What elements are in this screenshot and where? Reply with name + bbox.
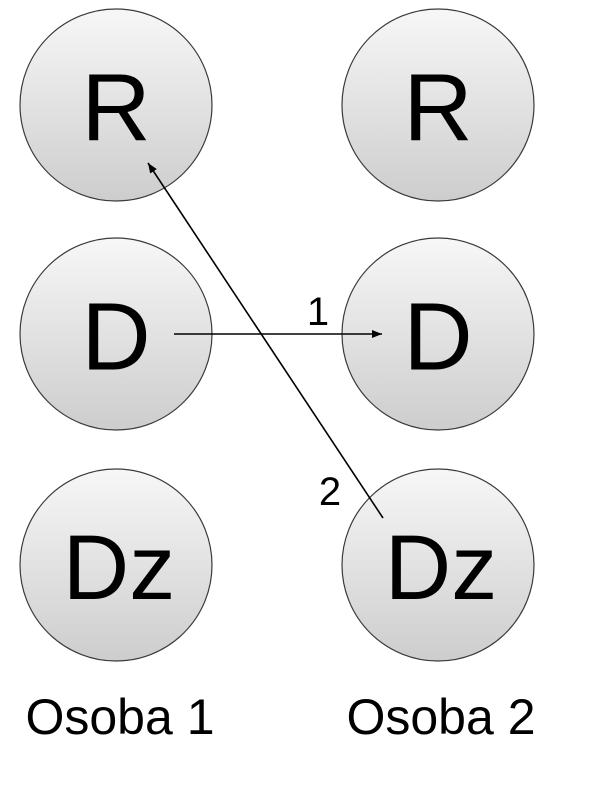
node-person2-d: D [341,237,535,431]
node-person1-r: R [19,8,213,202]
node-person1-dz: Dz [19,468,213,662]
edge-1: 1 [174,290,382,338]
edge-1-label: 1 [307,290,329,334]
node-person2-r: R [341,8,535,202]
node-person1-r-label: R [81,55,150,162]
edge-2-label: 2 [319,470,341,514]
node-person1-dz-label: Dz [63,517,175,619]
node-person2-dz-label: Dz [385,517,497,619]
edge-2: 2 [147,162,384,519]
edge-2-arrow [147,162,384,519]
node-person2-dz: Dz [341,468,535,662]
node-person2-r-label: R [403,55,472,162]
node-person1-d-label: D [81,284,150,391]
column-label-person2: Osoba 2 [346,689,535,745]
column-label-person1: Osoba 1 [25,689,214,745]
node-person2-d-label: D [403,284,472,391]
